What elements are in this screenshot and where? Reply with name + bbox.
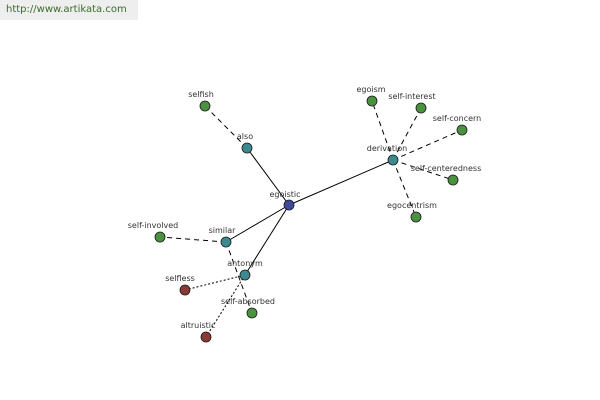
edge-similar-self-involved (159, 236, 227, 243)
edge-derivation-self-concern (392, 129, 463, 161)
label-selfless[interactable]: selfless (165, 274, 195, 283)
label-similar[interactable]: similar (209, 226, 237, 235)
node-self-concern[interactable] (456, 124, 468, 136)
node-self-interest[interactable] (415, 102, 427, 114)
label-derivation[interactable]: derivation (367, 144, 407, 153)
node-self-centeredness[interactable] (447, 174, 459, 186)
edge-derivation-self-interest (392, 107, 422, 161)
label-self-centeredness[interactable]: self-centeredness (411, 164, 481, 173)
label-self-interest[interactable]: self-interest (388, 92, 435, 101)
label-egoistic[interactable]: egoistic (269, 190, 300, 199)
node-self-involved[interactable] (154, 231, 166, 243)
edge-derivation-egocentrism (392, 159, 417, 218)
edge-antonym-altruistic (205, 274, 246, 338)
label-self-concern[interactable]: self-concern (433, 114, 481, 123)
label-selfish[interactable]: selfish (188, 90, 214, 99)
node-altruistic[interactable] (200, 331, 212, 343)
edge-derivation-self-centeredness (392, 159, 454, 181)
label-antonym[interactable]: antonym (227, 259, 263, 268)
edge-similar-self-absorbed (225, 241, 253, 314)
label-egocentrism[interactable]: egocentrism (387, 201, 437, 210)
node-antonym[interactable] (239, 269, 251, 281)
label-self-absorbed[interactable]: self-absorbed (221, 297, 275, 306)
label-also[interactable]: also (237, 132, 253, 141)
node-egoistic[interactable] (283, 199, 295, 211)
node-also[interactable] (241, 142, 253, 154)
node-selfish[interactable] (199, 100, 211, 112)
graph-nodes (154, 95, 468, 343)
edge-egoistic-similar (225, 204, 290, 243)
node-egocentrism[interactable] (410, 211, 422, 223)
source-url-banner[interactable]: http://www.artikata.com (0, 0, 138, 20)
edge-egoistic-derivation (288, 159, 394, 206)
label-egoism[interactable]: egoism (356, 85, 385, 94)
edge-derivation-egoism (371, 100, 394, 161)
graph-labels: egoistic derivation also similar antonym self… (128, 85, 481, 330)
edge-also-selfish (204, 105, 248, 149)
edge-egoistic-antonym (244, 204, 290, 276)
node-derivation[interactable] (387, 154, 399, 166)
graph-edges (159, 100, 463, 338)
label-self-involved[interactable]: self-involved (128, 221, 178, 230)
label-altruistic[interactable]: altruistic (181, 321, 216, 330)
node-self-absorbed[interactable] (246, 307, 258, 319)
node-egoism[interactable] (366, 95, 378, 107)
node-selfless[interactable] (179, 284, 191, 296)
edge-egoistic-also (246, 147, 290, 206)
node-similar[interactable] (220, 236, 232, 248)
